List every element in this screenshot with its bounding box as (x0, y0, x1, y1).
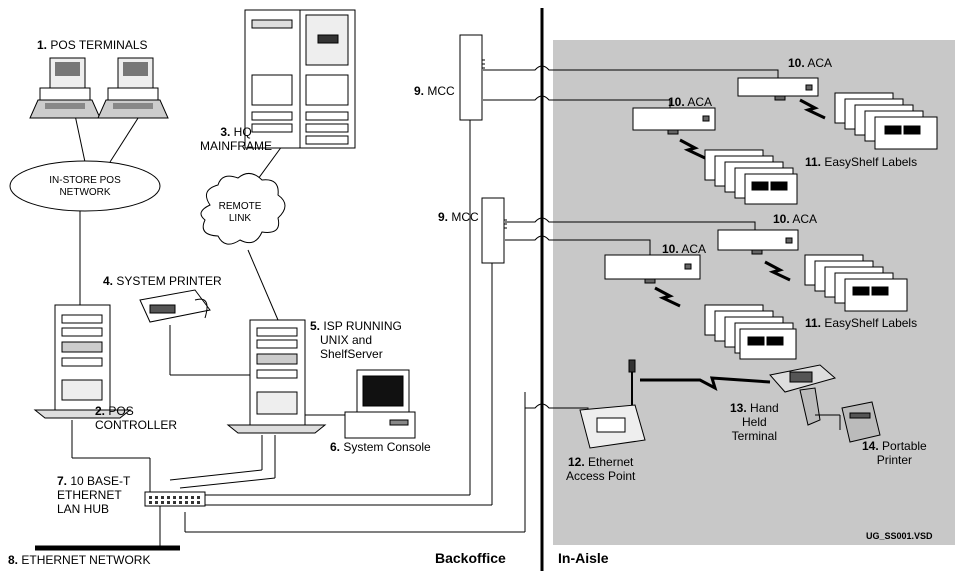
aca-4-label: 10. ACA (662, 242, 706, 256)
in-aisle-section-label: In-Aisle (558, 550, 609, 566)
pos-controller-label: 2. POS CONTROLLER (95, 404, 177, 432)
aca-1-label: 10. ACA (788, 56, 832, 70)
portable-printer-label: 14. Portable Printer (862, 439, 927, 467)
easyshelf-bottom-label: 11. EasyShelf Labels (805, 316, 917, 330)
access-point-label: 12. Ethernet Access Point (566, 455, 635, 483)
hq-mainframe-label: 3. HQ MAINFRAME (200, 125, 272, 153)
aca-unit-2 (633, 108, 715, 134)
system-printer-label: 4. SYSTEM PRINTER (103, 274, 222, 288)
pos-terminal-1 (30, 58, 100, 118)
lan-hub (145, 492, 205, 506)
aca-2-label: 10. ACA (668, 95, 712, 109)
document-id: UG_SS001.VSD (866, 531, 933, 541)
remote-link-cloud-label: REMOTE LINK (210, 201, 270, 225)
system-console-label: 6. System Console (330, 440, 431, 454)
mcc-top-label: 9. MCC (414, 84, 455, 98)
mcc-top (460, 35, 485, 120)
backoffice-section-label: Backoffice (435, 550, 506, 566)
isp-label: 5. ISP RUNNING UNIX and ShelfServer (310, 319, 402, 361)
aca-unit-4 (605, 255, 700, 283)
pos-terminals-label: 1. POS TERMINALS (37, 38, 148, 52)
mcc-bottom-label: 9. MCC (438, 210, 479, 224)
easyshelf-top-label: 11. EasyShelf Labels (805, 155, 917, 169)
lan-hub-label: 7. 10 BASE-T ETHERNET LAN HUB (57, 474, 130, 516)
pos-network-cloud-label: IN-STORE POS NETWORK (38, 175, 132, 199)
mcc-bottom (482, 198, 507, 263)
system-console (345, 370, 415, 438)
hand-held-label: 13. Hand Held Terminal (730, 401, 779, 443)
aca-3-label: 10. ACA (773, 212, 817, 226)
ethernet-network-label: 8. ETHERNET NETWORK (8, 553, 150, 567)
pos-terminal-2 (98, 58, 168, 118)
system-printer (140, 290, 210, 322)
aca-unit-3 (718, 230, 798, 254)
pos-controller-tower (35, 305, 130, 418)
